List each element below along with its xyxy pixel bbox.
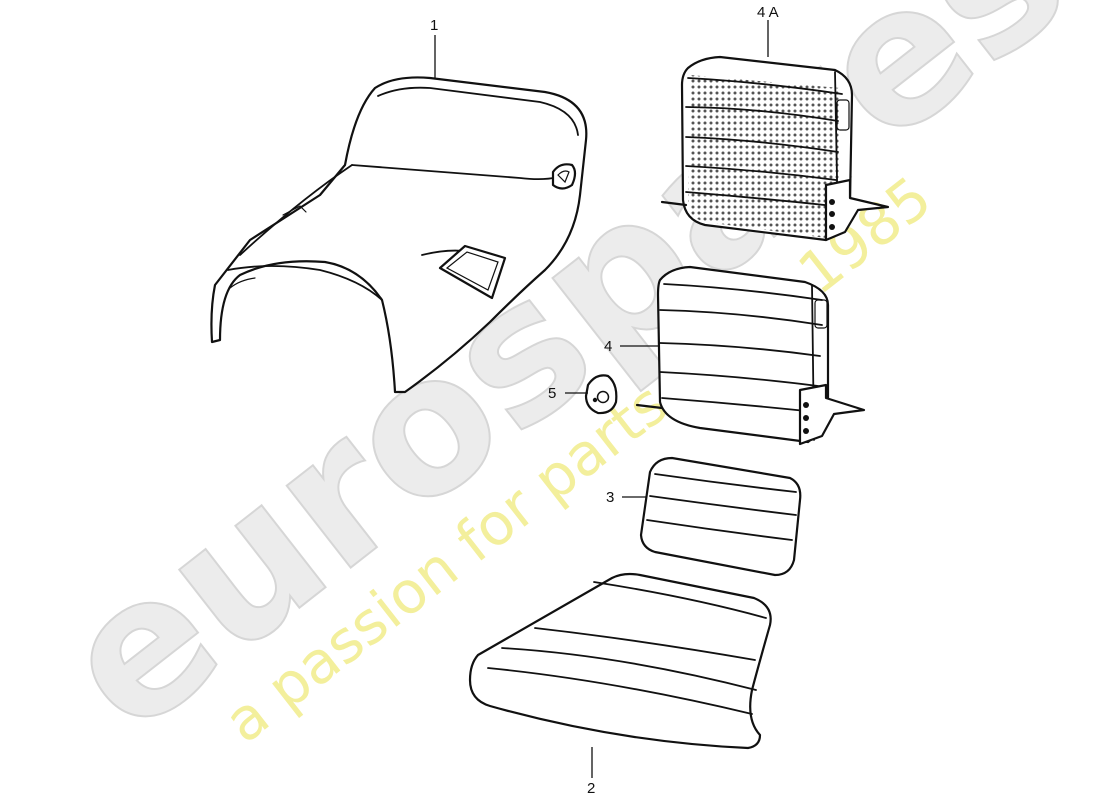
part-4a-backrest-perforated — [660, 55, 890, 242]
part-2-seat-cushion — [468, 572, 772, 750]
callout-4a: 4 A — [757, 4, 779, 21]
callout-3: 3 — [606, 489, 614, 506]
callout-4: 4 — [604, 338, 612, 355]
callout-2: 2 — [587, 780, 595, 797]
part-5-fastener — [584, 374, 618, 415]
part-4-backrest — [635, 265, 866, 446]
callout-1: 1 — [430, 17, 438, 34]
part-3-cushion — [639, 456, 802, 577]
part-1-seat-cover — [210, 76, 588, 394]
callout-5: 5 — [548, 385, 556, 402]
